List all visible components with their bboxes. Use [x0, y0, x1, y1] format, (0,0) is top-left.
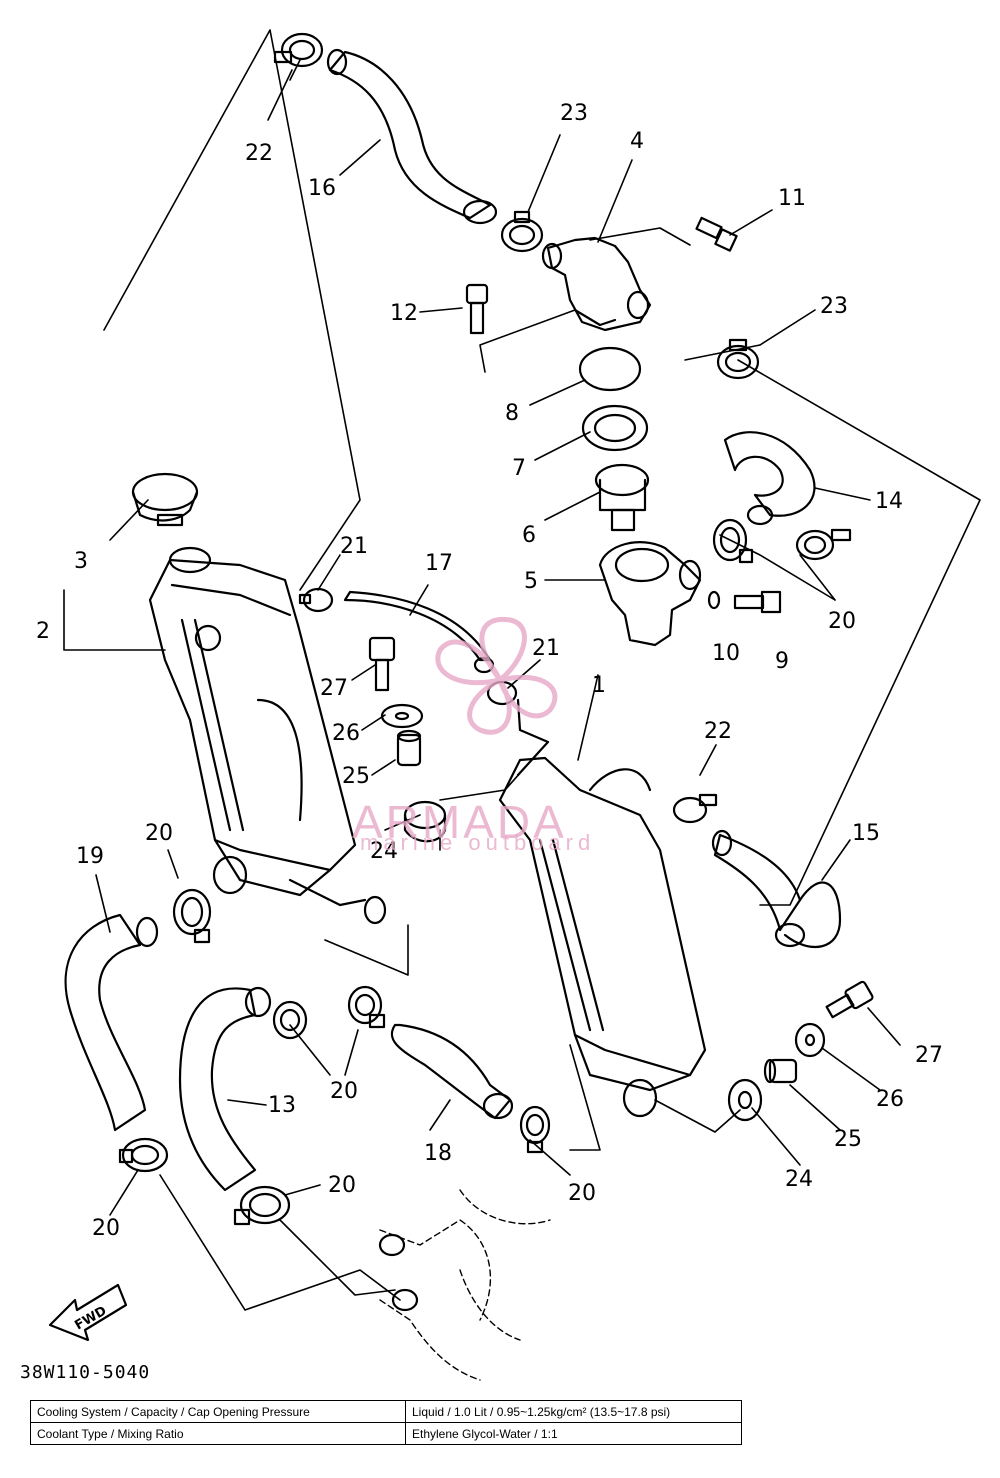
part-label: 16: [308, 176, 336, 201]
radiator-cap-3: [131, 472, 199, 527]
hose-19: [64, 913, 159, 1132]
part-label: 14: [875, 489, 903, 514]
washer-26-right: [794, 1022, 826, 1058]
part-label: 26: [332, 721, 360, 746]
hose-upper-16: [326, 48, 498, 225]
clamp-20-mid-b: [347, 985, 386, 1029]
part-label: 18: [424, 1141, 452, 1166]
part-label: 10: [712, 641, 740, 666]
part-label: 21: [340, 534, 368, 559]
clamp-20-bottom-mid: [233, 1185, 291, 1226]
bolt-27-right: [825, 980, 874, 1019]
part-label: 1: [592, 673, 606, 698]
part-label: 6: [522, 523, 536, 548]
watermark-tagline: marine outboard: [360, 830, 596, 855]
clamp-20-housing-b: [795, 528, 852, 561]
washer-10: [707, 590, 721, 610]
radiator-left-2: [148, 546, 387, 925]
part-label: 5: [524, 569, 538, 594]
clamp-20-mid-a: [272, 1000, 308, 1040]
part-label: 19: [76, 844, 104, 869]
part-label: 26: [876, 1087, 904, 1112]
leader-lines: [63, 29, 981, 1311]
hose-14: [723, 431, 816, 526]
part-label: 4: [630, 129, 644, 154]
table-row: Cooling System / Capacity / Cap Opening …: [30, 1400, 742, 1423]
thermostat-housing-5: [598, 541, 702, 647]
washer-26-left: [380, 703, 424, 729]
spec-value: Liquid / 1.0 Lit / 0.95~1.25kg/cm² (13.5…: [405, 1400, 742, 1423]
thermostat-6: [594, 463, 650, 532]
part-label: 25: [342, 764, 370, 789]
part-label: 3: [74, 549, 88, 574]
part-label: 15: [852, 821, 880, 846]
watermark-logo-icon: [435, 616, 558, 735]
part-label: 24: [785, 1167, 813, 1192]
part-label: 20: [828, 609, 856, 634]
part-label: 11: [778, 186, 806, 211]
part-label: 20: [328, 1173, 356, 1198]
part-label: 24: [370, 839, 398, 864]
part-label: 13: [268, 1093, 296, 1118]
engine-ports: [378, 1233, 419, 1312]
part-label: 8: [505, 401, 519, 426]
part-label: 20: [145, 821, 173, 846]
clamp-21-a: [298, 587, 334, 613]
spec-key: Cooling System / Capacity / Cap Opening …: [30, 1400, 406, 1423]
bolt-12: [465, 283, 489, 335]
bolt-11: [695, 216, 738, 252]
spec-value: Ethylene Glycol-Water / 1:1: [405, 1422, 742, 1445]
hose-17: [343, 590, 495, 674]
part-label: 17: [425, 551, 453, 576]
part-label: 20: [92, 1216, 120, 1241]
engine-frame-fragment: [379, 1189, 551, 1381]
part-label: 22: [245, 141, 273, 166]
thermostat-cover-4: [541, 236, 652, 332]
part-label: 27: [915, 1043, 943, 1068]
diagram-code: 38W110-5040: [20, 1362, 151, 1383]
spec-table: Cooling System / Capacity / Cap Opening …: [30, 1400, 742, 1445]
hose-18: [390, 1023, 514, 1120]
grommet-24-right: [727, 1078, 763, 1122]
bolt-27-left: [368, 636, 396, 692]
grommet-24-left: [403, 800, 447, 843]
label-pointers: [95, 69, 901, 1216]
collar-25-left: [396, 729, 422, 767]
clamp-20-housing-a: [712, 518, 754, 564]
fwd-label: FWD: [72, 1303, 109, 1333]
radiator-right-1: [498, 698, 707, 1118]
clamp-22-right: [672, 793, 718, 824]
part-label: 20: [330, 1079, 358, 1104]
part-labels: 1 2 3 4 5 6 7 8 9 10 11 12 13 14 15 16 1…: [36, 101, 943, 1334]
bolt-9: [733, 590, 782, 614]
clamp-20-left-upper: [172, 888, 212, 944]
collar-25-right: [763, 1058, 798, 1084]
part-label: 22: [704, 719, 732, 744]
part-label: 25: [834, 1127, 862, 1152]
hose-13: [178, 986, 272, 1192]
part-label: 21: [532, 636, 560, 661]
table-row: Coolant Type / Mixing Ratio Ethylene Gly…: [30, 1422, 742, 1445]
clamp-20-bottom-left: [118, 1137, 169, 1173]
part-label: 9: [775, 649, 789, 674]
fwd-arrow-icon: [48, 1283, 128, 1342]
spec-key: Coolant Type / Mixing Ratio: [30, 1422, 406, 1445]
part-label: 7: [512, 456, 526, 481]
gasket-7: [581, 404, 649, 452]
clamp-20-lower-18: [519, 1105, 551, 1154]
part-label: 23: [560, 101, 588, 126]
clamp-23-lower: [716, 338, 760, 380]
hose-15: [711, 829, 842, 949]
part-label: 27: [320, 676, 348, 701]
part-label: 2: [36, 619, 50, 644]
part-label: 12: [390, 301, 418, 326]
clamp-23-upper: [500, 210, 544, 253]
part-label: 20: [568, 1181, 596, 1206]
clamp-22-top: [273, 32, 324, 68]
watermark-brand: ARMADA: [352, 796, 567, 848]
part-label: 23: [820, 294, 848, 319]
o-ring-8: [578, 346, 642, 392]
